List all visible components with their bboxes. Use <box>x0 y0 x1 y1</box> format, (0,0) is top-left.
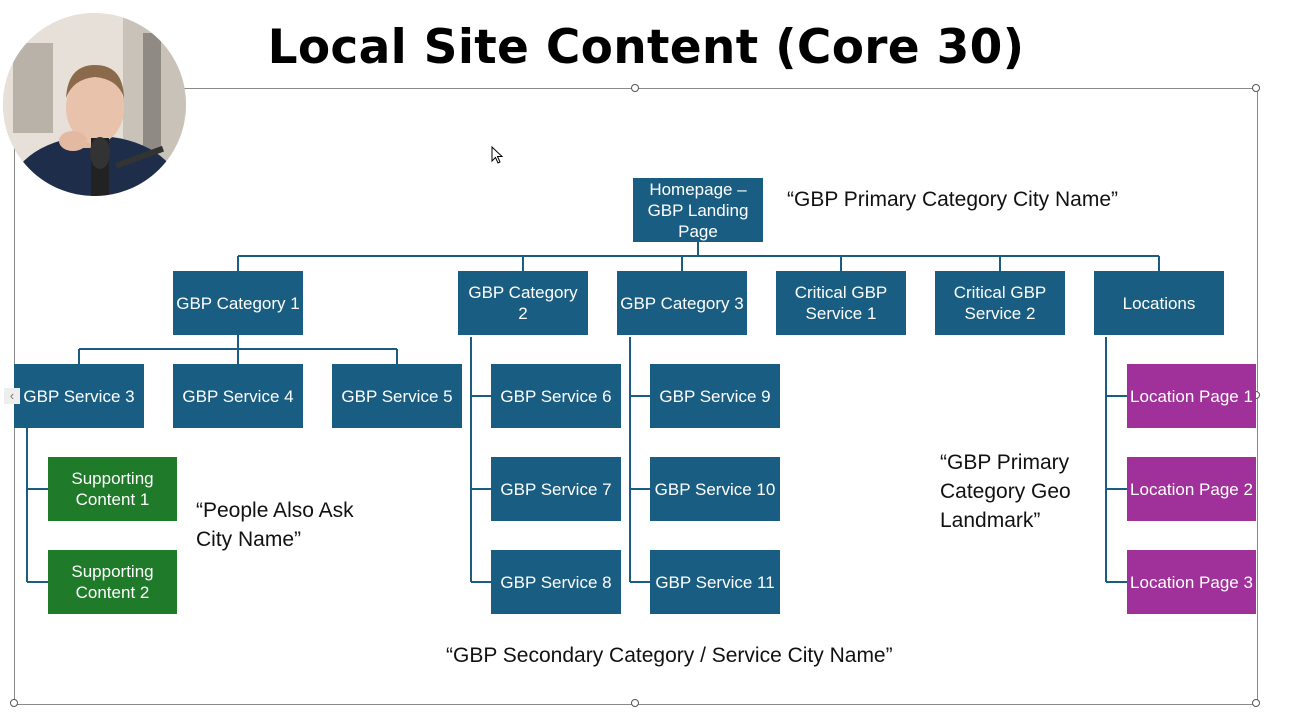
locations-node: Locations <box>1094 271 1224 335</box>
geo-landmark-note: “GBP Primary Category Geo Landmark” <box>940 451 1071 532</box>
resize-handle-top-right[interactable] <box>1252 84 1260 92</box>
resize-handle-bottom-right[interactable] <box>1252 699 1260 707</box>
service-7-node: GBP Service 7 <box>491 457 621 521</box>
category-3-node: GBP Category 3 <box>617 271 747 335</box>
people-also-ask-note: “People Also Ask City Name” <box>196 499 354 551</box>
service-5-node: GBP Service 5 <box>332 364 462 428</box>
location-page-2-node: Location Page 2 <box>1127 457 1256 521</box>
homepage-node: Homepage – GBP Landing Page <box>633 178 763 242</box>
slide-title: Local Site Content (Core 30) <box>267 20 1025 75</box>
service-8-node: GBP Service 8 <box>491 550 621 614</box>
supporting-content-1-node: Supporting Content 1 <box>48 457 177 521</box>
location-page-3-node: Location Page 3 <box>1127 550 1256 614</box>
mouse-cursor-icon <box>491 146 504 164</box>
critical-service-1-node: Critical GBP Service 1 <box>776 271 906 335</box>
primary-category-note: “GBP Primary Category City Name” <box>787 188 1119 211</box>
secondary-category-note: “GBP Secondary Category / Service City N… <box>446 644 893 667</box>
service-4-node: GBP Service 4 <box>173 364 303 428</box>
service-11-node: GBP Service 11 <box>650 550 780 614</box>
presenter-video <box>3 13 186 196</box>
category-2-node: GBP Category 2 <box>458 271 588 335</box>
critical-service-2-node: Critical GBP Service 2 <box>935 271 1065 335</box>
resize-handle-top[interactable] <box>631 84 639 92</box>
service-3-node: GBP Service 3 <box>14 364 144 428</box>
resize-handle-bottom-left[interactable] <box>10 699 18 707</box>
resize-handle-bottom[interactable] <box>631 699 639 707</box>
service-10-node: GBP Service 10 <box>650 457 780 521</box>
category-1-node: GBP Category 1 <box>173 271 303 335</box>
service-9-node: GBP Service 9 <box>650 364 780 428</box>
location-page-1-node: Location Page 1 <box>1127 364 1256 428</box>
webcam-overlay <box>3 13 186 196</box>
chevron-left-icon[interactable]: ‹ <box>4 388 20 404</box>
service-6-node: GBP Service 6 <box>491 364 621 428</box>
supporting-content-2-node: Supporting Content 2 <box>48 550 177 614</box>
